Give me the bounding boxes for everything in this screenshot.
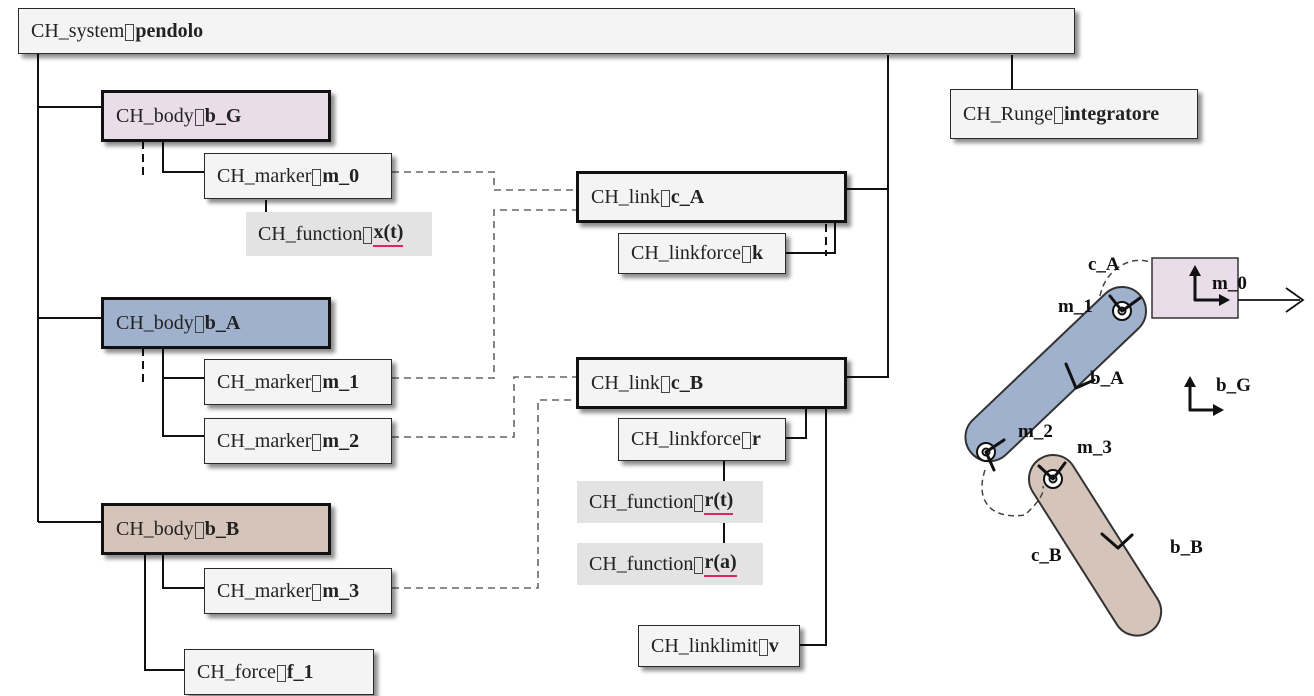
class-name: CH_body: [116, 517, 194, 540]
dashed-link-m0-c-a: [392, 171, 576, 191]
label-b-b: b_B: [1170, 537, 1203, 558]
link-body-a: [964, 286, 1147, 463]
class-name: CH_function: [258, 222, 363, 245]
force-f1-node[interactable]: CH_force f_1: [184, 649, 374, 695]
frame-b-a-axes: [1064, 362, 1096, 390]
constraint-c-a-curve: [1099, 259, 1151, 297]
marker-m3-node[interactable]: CH_marker m_3: [204, 568, 392, 614]
instance-name: c_B: [670, 371, 704, 394]
function-x-node[interactable]: CH_function x(t): [246, 212, 432, 256]
class-name: CH_function: [589, 490, 694, 513]
instance-name: m_2: [322, 429, 360, 452]
class-name: CH_Runge: [963, 102, 1053, 125]
runge-node[interactable]: CH_Runge integratore: [950, 89, 1198, 139]
instance-name: c_A: [670, 185, 705, 208]
instance-name: x(t): [373, 221, 404, 247]
label-m-2: m_2: [1018, 421, 1053, 442]
linkforce-r-node[interactable]: CH_linkforce r: [618, 418, 786, 461]
system-node[interactable]: CH_system pendolo: [18, 8, 1075, 54]
class-name: CH_linklimit: [651, 634, 758, 657]
instance-name: k: [751, 242, 764, 264]
instance-name: f_1: [286, 660, 314, 683]
instance-name: r: [751, 428, 761, 450]
instance-name: b_G: [204, 104, 242, 127]
class-name: CH_force: [197, 660, 276, 683]
instance-name: r(a): [704, 551, 737, 577]
frame-b-b-axes: [1100, 532, 1134, 550]
link-b-node[interactable]: CH_link c_B: [576, 357, 847, 409]
link-a-node[interactable]: CH_link c_A: [576, 171, 847, 223]
label-b-g: b_G: [1216, 375, 1251, 396]
instance-name: v: [768, 634, 779, 657]
class-name: CH_function: [589, 552, 694, 575]
constraint-c-b-curve: [981, 469, 1044, 517]
frame-m0-axes: [1193, 270, 1224, 302]
class-name: CH_link: [591, 185, 660, 208]
frame-b-g-axes: [1188, 381, 1218, 412]
connector-body-b-force-f1: [144, 552, 184, 671]
arrowhead: [1213, 404, 1224, 416]
instance-name: r(t): [704, 489, 734, 515]
marker-m1-node[interactable]: CH_marker m_1: [204, 359, 392, 405]
linkforce-k-node[interactable]: CH_linkforce k: [618, 233, 786, 274]
body-a-node[interactable]: CH_body b_A: [101, 297, 331, 349]
label-m-0: m_0: [1212, 273, 1247, 294]
connector-body-b-marker-m3: [162, 552, 204, 589]
dashed-link-m1-c-a: [392, 209, 576, 379]
link-body-b: [1028, 454, 1163, 637]
class-name: CH_linkforce: [631, 428, 741, 450]
class-name: CH_body: [116, 104, 194, 127]
label-m-3: m_3: [1077, 437, 1112, 458]
instance-name: m_3: [322, 579, 360, 602]
pendulum-sketch: c_A m_0 m_1 b_A b_G m_2 m_3 c_B b_B: [964, 254, 1305, 637]
arrowhead: [1184, 376, 1196, 387]
label-c-b: c_B: [1031, 545, 1062, 566]
label-b-a: b_A: [1090, 368, 1124, 389]
arrowhead: [1189, 265, 1201, 276]
instance-name: m_1: [322, 370, 360, 393]
function-ra-node[interactable]: CH_function r(a): [577, 543, 763, 585]
connector-link-b-linkforce-r: [786, 409, 807, 439]
arrowhead: [1219, 294, 1230, 306]
marker-m0-node[interactable]: CH_marker m_0: [204, 153, 392, 199]
class-name: CH_marker: [217, 429, 312, 452]
label-c-a: c_A: [1088, 254, 1120, 275]
body-b-node[interactable]: CH_body b_B: [101, 503, 331, 555]
class-name: CH_marker: [217, 164, 312, 187]
force-arrow: [1238, 287, 1305, 313]
class-name: CH_linkforce: [631, 242, 741, 264]
class-name: CH_marker: [217, 370, 312, 393]
class-name: CH_system: [31, 19, 125, 42]
frame-m1-axes: [1108, 294, 1142, 313]
frame-m3-axes: [1037, 461, 1067, 481]
dashed-link-m2-c-b: [392, 376, 576, 438]
instance-name: b_A: [204, 311, 241, 334]
class-name: CH_body: [116, 311, 194, 334]
marker-m2-node[interactable]: CH_marker m_2: [204, 418, 392, 464]
connector-system-links: [847, 55, 889, 378]
linklimit-v-node[interactable]: CH_linklimit v: [638, 625, 800, 667]
class-name: CH_link: [591, 371, 660, 394]
frame-m2-axes: [984, 438, 1006, 472]
connector-body-g-marker-m0: [162, 140, 204, 173]
label-m-1: m_1: [1058, 296, 1093, 317]
function-rt-node[interactable]: CH_function r(t): [577, 481, 763, 523]
instance-name: b_B: [204, 517, 240, 540]
connector-link-b-linklimit-v: [786, 409, 827, 646]
instance-name: m_0: [322, 164, 360, 187]
instance-name: integratore: [1064, 102, 1160, 125]
instance-name: pendolo: [135, 19, 204, 42]
body-g-node[interactable]: CH_body b_G: [101, 90, 331, 142]
connector-link-a-linkforce-k: [786, 223, 836, 254]
class-name: CH_marker: [217, 579, 312, 602]
connector-body-a-markers: [162, 349, 204, 437]
dashed-link-m3-c-b: [392, 399, 576, 589]
